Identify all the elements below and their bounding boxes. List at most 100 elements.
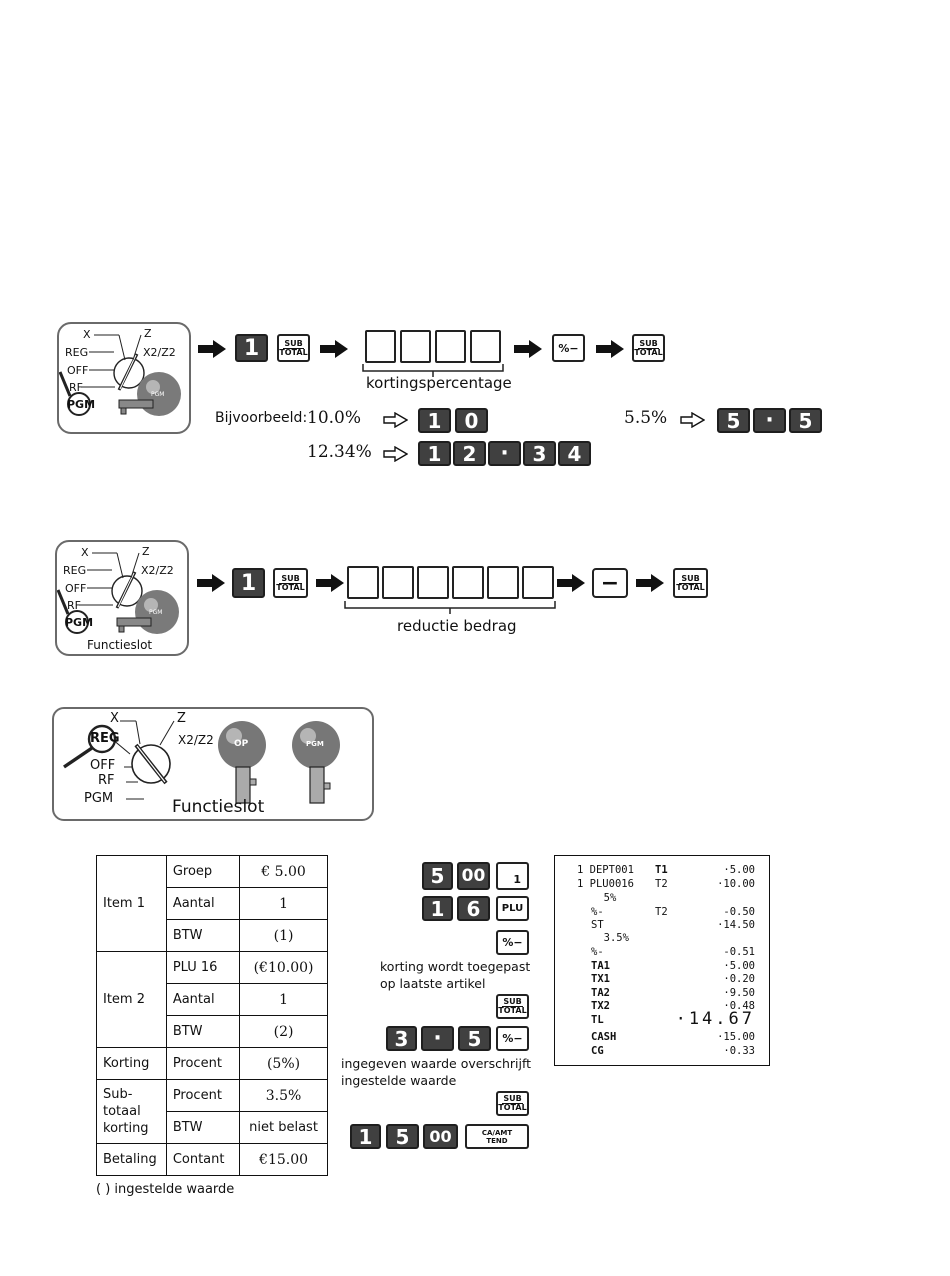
key-6: 6 <box>457 896 490 921</box>
mode-x-label: X <box>110 711 119 726</box>
mode-switch-diagram <box>59 334 181 416</box>
minus-key: − <box>592 568 628 598</box>
key-1: 1 <box>422 896 453 921</box>
key-1: 1 <box>350 1124 381 1149</box>
receipt-amount: ·5.00 <box>723 864 755 876</box>
hollow-arrow-icon <box>383 412 408 428</box>
field-cell: BTW <box>165 1015 241 1048</box>
subtotal-key-top: SUB <box>639 338 658 348</box>
right-arrow-icon <box>316 574 344 592</box>
receipt-amount: ·0.20 <box>723 973 755 985</box>
key-1: 1 <box>418 441 451 466</box>
key-3: 3 <box>386 1026 417 1051</box>
group-sub-line1: Sub- <box>103 1087 133 1102</box>
mode-x2z2-label: X2/Z2 <box>141 564 174 577</box>
key-1: 1 <box>418 408 451 433</box>
subtotal-key-top: SUB <box>681 573 700 583</box>
subtotal-key-top: SUB <box>284 338 303 348</box>
key-5: 5 <box>386 1124 419 1149</box>
pgm-key-icon-label: PGM <box>149 609 163 616</box>
receipt-line: 3.5% <box>591 932 629 944</box>
amount-entry-box <box>382 566 414 599</box>
value-cell: 1 <box>239 983 328 1016</box>
input-table: Item 1 Groep € 5.00 Aantal 1 BTW (1) Ite… <box>96 855 328 1176</box>
example-value-5-5: 5.5% <box>624 408 668 428</box>
percent-minus-key: %− <box>496 930 529 955</box>
key-dot: · <box>488 441 521 466</box>
right-arrow-icon <box>320 340 348 358</box>
key-2: 2 <box>453 441 486 466</box>
key-5: 5 <box>789 408 822 433</box>
value-cell: 3.5% <box>239 1079 328 1112</box>
note1-line1: korting wordt toegepast <box>380 959 531 974</box>
amount-entry-box <box>487 566 519 599</box>
key-dot: · <box>753 408 786 433</box>
group-cell: Item 1 <box>96 855 167 952</box>
procedure-note-2: ingegeven waarde overschrijft ingestelde… <box>341 1055 531 1089</box>
receipt-line: CASH <box>591 1031 617 1043</box>
function-lock-panel-3: X Z REG X2/Z2 OFF RF PGM OP PGM Functies… <box>52 707 374 821</box>
field-cell: Contant <box>165 1143 241 1176</box>
receipt-total: ·14.67 <box>675 1009 755 1029</box>
mode-pgm-label: PGM <box>65 616 94 629</box>
receipt-line: TL <box>591 1014 604 1026</box>
receipt-amount: ·5.00 <box>723 960 755 972</box>
mode-reg-label: REG <box>90 731 120 746</box>
percent-entry-box <box>400 330 431 363</box>
hollow-arrow-icon <box>383 446 408 462</box>
receipt-amount: ·9.50 <box>723 987 755 999</box>
amount-entry-box <box>347 566 379 599</box>
percent-minus-key: %− <box>552 334 585 362</box>
receipt-line: 1 DEPT001 <box>577 864 634 876</box>
key-4: 4 <box>558 441 591 466</box>
right-arrow-icon <box>636 574 664 592</box>
note2-line1: ingegeven waarde overschrijft <box>341 1056 532 1071</box>
right-arrow-icon <box>198 340 226 358</box>
function-lock-panel-2: X Z REG X2/Z2 OFF RF PGM PGM Functieslot <box>55 540 189 656</box>
subtotal-key-bottom: TOTAL <box>276 582 305 592</box>
percent-minus-key: %− <box>496 1026 529 1051</box>
bracket-label-percentage: kortingspercentage <box>366 374 512 392</box>
mode-z-label: Z <box>144 327 152 340</box>
right-arrow-icon <box>596 340 624 358</box>
value-cell: € 5.00 <box>239 855 328 888</box>
table-footnote: ( ) ingestelde waarde <box>96 1182 235 1197</box>
receipt-line: %- <box>591 906 604 918</box>
key-1: 1 <box>232 568 265 598</box>
pgm-key-label: PGM <box>306 740 324 748</box>
function-lock-panel-1: X Z REG X2/Z2 OFF RF PGM PGM <box>57 322 191 434</box>
subtotal-key-top: SUB <box>281 573 300 583</box>
group-sub-line3: korting <box>103 1121 149 1136</box>
receipt-line: CG <box>591 1045 604 1057</box>
field-cell: BTW <box>165 1111 241 1144</box>
mode-x2z2-label: X2/Z2 <box>178 733 214 747</box>
subtotal-key-bottom: TOTAL <box>634 347 663 357</box>
ca-key-bottom: TEND <box>486 1136 508 1145</box>
cash-amount-tender-key: CA/AMT TEND <box>465 1124 529 1149</box>
ca-key-top: CA/AMT <box>481 1128 513 1137</box>
amount-entry-box <box>452 566 484 599</box>
receipt-amount: ·10.00 <box>717 878 755 890</box>
right-arrow-icon <box>197 574 225 592</box>
mode-reg-label: REG <box>65 346 89 359</box>
group-cell: Sub- totaal korting <box>96 1079 167 1144</box>
key-5: 5 <box>717 408 750 433</box>
bracket-label-amount: reductie bedrag <box>397 617 517 635</box>
receipt-tax: T2 <box>655 906 668 918</box>
receipt-amount: ·14.50 <box>717 919 755 931</box>
value-cell: (5%) <box>239 1047 328 1080</box>
key-0: 0 <box>455 408 488 433</box>
function-lock-caption: Functieslot <box>172 797 265 817</box>
mode-pgm-label: PGM <box>67 398 96 411</box>
mode-z-label: Z <box>142 545 150 558</box>
receipt-line: TA1 <box>591 960 610 972</box>
receipt-line: %- <box>591 946 604 958</box>
mode-off-label: OFF <box>90 758 116 773</box>
group-cell: Korting <box>96 1047 167 1080</box>
group-sub-line2: totaal <box>103 1104 141 1119</box>
amount-entry-box <box>417 566 449 599</box>
subtotal-key-bottom: TOTAL <box>498 1103 527 1112</box>
procedure-note-1: korting wordt toegepast op laatste artik… <box>380 958 530 992</box>
